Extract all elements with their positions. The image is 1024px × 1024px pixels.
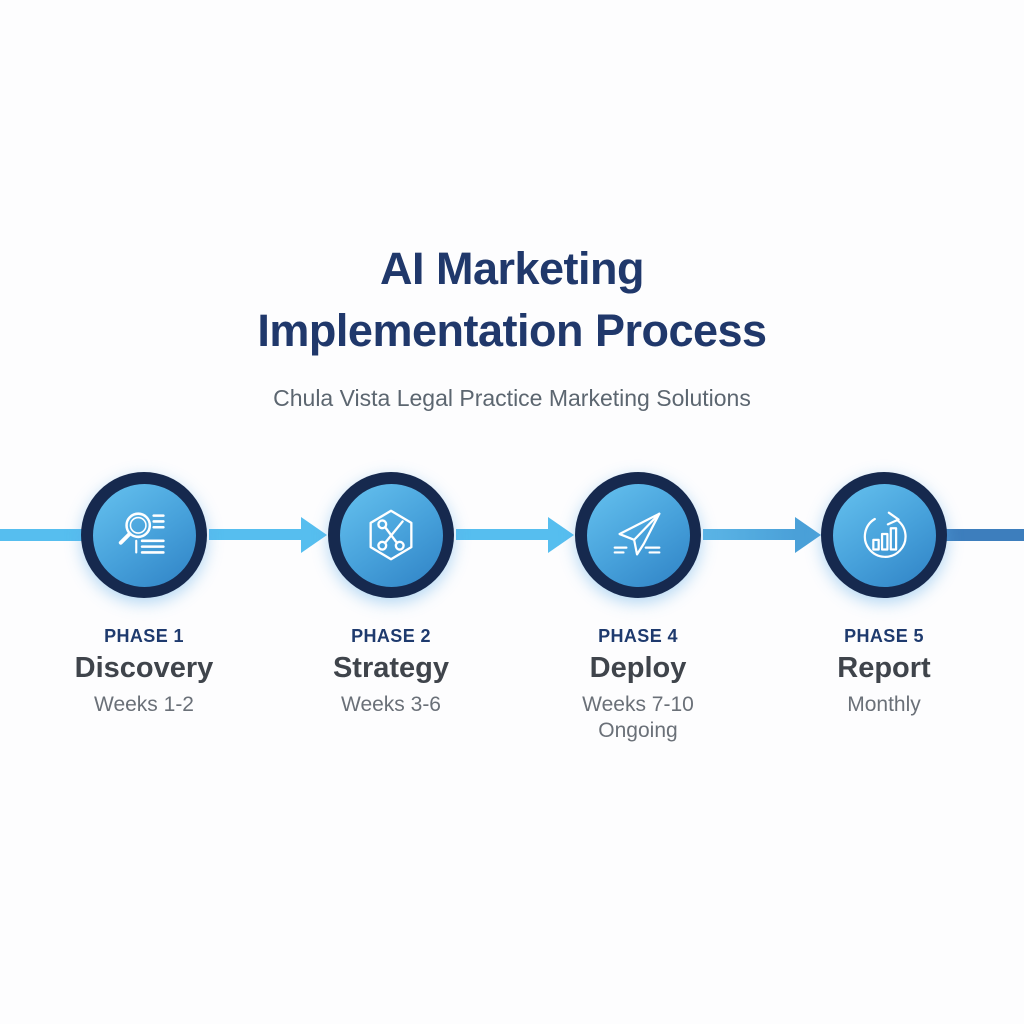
timeline-node-fill (832, 483, 936, 587)
arrow-phase1-to-phase2 (209, 517, 327, 553)
phase-duration-secondary: Ongoing (598, 719, 678, 742)
phase-name: Deploy (589, 652, 687, 684)
timeline-segment-left (0, 529, 84, 541)
phase-node-strategy: PHASE 2 Strategy Weeks 3-6 (281, 472, 501, 718)
paper-plane-icon (607, 504, 669, 566)
timeline-node (575, 472, 701, 598)
arrow-phase2-to-phase4 (456, 517, 574, 553)
arrow-phase4-to-phase5 (703, 517, 821, 553)
timeline-node (81, 472, 207, 598)
arrow-shaft (703, 529, 796, 540)
arrow-shaft (209, 529, 302, 540)
phase-label: PHASE 2 (351, 626, 431, 646)
hexagon-network-icon (360, 504, 422, 566)
timeline-node-fill (339, 483, 443, 587)
phase-label: PHASE 5 (844, 626, 924, 646)
phase-name: Report (837, 652, 931, 684)
timeline-node-fill (92, 483, 196, 587)
timeline-node-fill (586, 483, 690, 587)
chart-cycle-icon (853, 504, 915, 566)
phase-node-discovery: PHASE 1 Discovery Weeks 1-2 (34, 472, 254, 718)
page-title-line1: AI Marketing (379, 243, 645, 294)
timeline-node (821, 472, 947, 598)
phase-label: PHASE 1 (104, 626, 184, 646)
arrow-head-icon (795, 517, 821, 553)
arrow-head-icon (548, 517, 574, 553)
header: AI Marketing Implementation Process Chul… (0, 238, 1024, 412)
magnifier-analysis-icon (113, 504, 175, 566)
page-title-line2: Implementation Process (257, 305, 767, 356)
arrow-shaft (456, 529, 549, 540)
timeline-node (328, 472, 454, 598)
phase-label: PHASE 4 (598, 626, 678, 646)
arrow-head-icon (301, 517, 327, 553)
phase-node-report: PHASE 5 Report Monthly (774, 472, 994, 718)
timeline-segment-right (945, 529, 1024, 541)
phase-node-deploy: PHASE 4 Deploy Weeks 7-10 Ongoing (528, 472, 748, 744)
page-title: AI Marketing Implementation Process (0, 238, 1024, 362)
phase-name: Discovery (74, 652, 214, 684)
phase-duration: Weeks 7-10 (582, 693, 694, 716)
phase-duration: Monthly (847, 693, 921, 716)
phase-duration: Weeks 1-2 (94, 693, 194, 716)
page-subtitle: Chula Vista Legal Practice Marketing Sol… (273, 385, 751, 411)
phase-duration: Weeks 3-6 (341, 693, 441, 716)
phase-name: Strategy (332, 652, 450, 684)
